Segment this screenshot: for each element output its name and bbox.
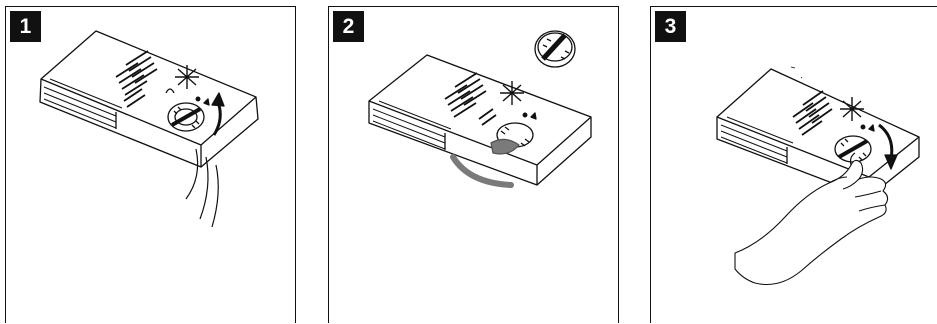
dispenser-body	[717, 69, 919, 197]
step-3-panel: 3	[650, 6, 937, 323]
step-1-illustration	[6, 7, 297, 324]
removed-dial-cap	[535, 31, 575, 67]
step-2-illustration	[329, 7, 620, 324]
snowflake-icon	[840, 97, 864, 121]
snowflake-icon	[175, 65, 199, 89]
snowflake-icon	[500, 81, 524, 105]
step-2-panel: 2	[328, 6, 619, 323]
step-1-panel: 1	[5, 6, 296, 323]
step-3-illustration	[651, 7, 937, 324]
